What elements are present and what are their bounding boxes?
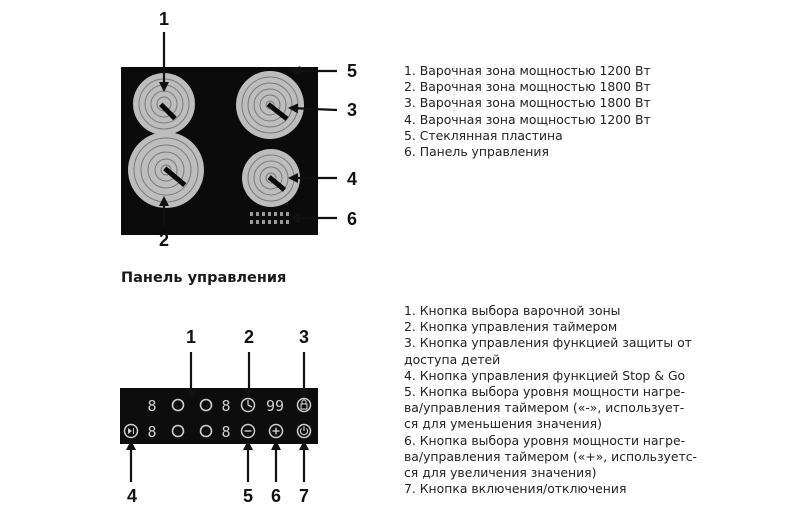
zone-display-1: 8 — [147, 397, 156, 415]
legend-item: 4. Варочная зона мощностью 1200 Вт — [404, 111, 651, 127]
legend-item: ва/управления таймером («+», используетс… — [404, 448, 697, 464]
legend-item: 1. Кнопка выбора варочной зоны — [404, 303, 621, 318]
zone-select-button-4[interactable] — [199, 424, 213, 438]
callout-number: 2 — [159, 230, 169, 250]
zone-display-2: 8 — [221, 397, 230, 415]
minus-button[interactable] — [240, 423, 256, 439]
legend-item: 3. Варочная зона мощностью 1800 Вт — [404, 95, 651, 111]
zone-select-button-3[interactable] — [171, 424, 185, 438]
panel-title: Панель управления — [121, 270, 287, 286]
cooking-zone-3 — [236, 71, 304, 139]
callout-number: 4 — [127, 486, 137, 506]
legend-item: 6. Панель управления — [404, 144, 549, 160]
child-lock-icon[interactable] — [296, 397, 312, 413]
callout-number: 1 — [159, 9, 169, 29]
hob-legend: 1. Варочная зона мощностью 1200 Вт 2. Ва… — [404, 63, 651, 160]
cooking-zone-2 — [128, 132, 204, 208]
callout-number: 3 — [299, 327, 309, 347]
legend-item: 7. Кнопка включения/отключения — [404, 481, 627, 497]
legend-item: 1. Варочная зона мощностью 1200 Вт — [404, 63, 651, 78]
callout-number: 5 — [243, 486, 253, 506]
callout-number: 1 — [186, 327, 196, 347]
legend-item: 6. Кнопка выбора уровня мощности нагре- — [404, 432, 686, 448]
stop-go-icon[interactable] — [123, 423, 139, 439]
callout-number: 6 — [347, 209, 357, 229]
legend-item: 4. Кнопка управления функцией Stop & Go — [404, 367, 686, 383]
timer-clock-icon[interactable] — [240, 397, 256, 413]
legend-item: 2. Кнопка управления таймером — [404, 319, 618, 335]
legend-item: ся для увеличения значения) — [404, 465, 597, 481]
cooking-zone-4 — [242, 149, 300, 207]
legend-item: ва/управления таймером («-», использует- — [404, 400, 685, 416]
zone-display-3: 8 — [147, 423, 156, 441]
callout-number: 6 — [271, 486, 281, 506]
legend-item: доступа детей — [404, 351, 501, 367]
plus-button[interactable] — [268, 423, 284, 439]
callout-number: 7 — [299, 486, 309, 506]
legend-item: 3. Кнопка управления функцией защиты от — [404, 335, 692, 351]
callout-arrow-3 — [288, 103, 338, 114]
panel-legend: 1. Кнопка выбора варочной зоны 2. Кнопка… — [404, 303, 697, 497]
mini-control-panel — [250, 212, 289, 224]
zone-select-button-2[interactable] — [199, 398, 213, 412]
timer-display: 99 — [266, 397, 284, 415]
callout-number: 2 — [244, 327, 254, 347]
zone-display-4: 8 — [221, 423, 230, 441]
callout-number: 4 — [347, 169, 357, 189]
legend-item: 5. Стеклянная пластина — [404, 127, 563, 143]
callout-number: 3 — [347, 100, 357, 120]
callout-number: 5 — [347, 61, 357, 81]
legend-item: 5. Кнопка выбора уровня мощности нагре- — [404, 384, 686, 400]
legend-item: ся для уменьшения значения) — [404, 416, 602, 432]
zone-select-button-1[interactable] — [171, 398, 185, 412]
power-button[interactable] — [296, 423, 312, 439]
legend-item: 2. Варочная зона мощностью 1800 Вт — [404, 79, 651, 95]
control-panel-strip — [120, 388, 318, 444]
